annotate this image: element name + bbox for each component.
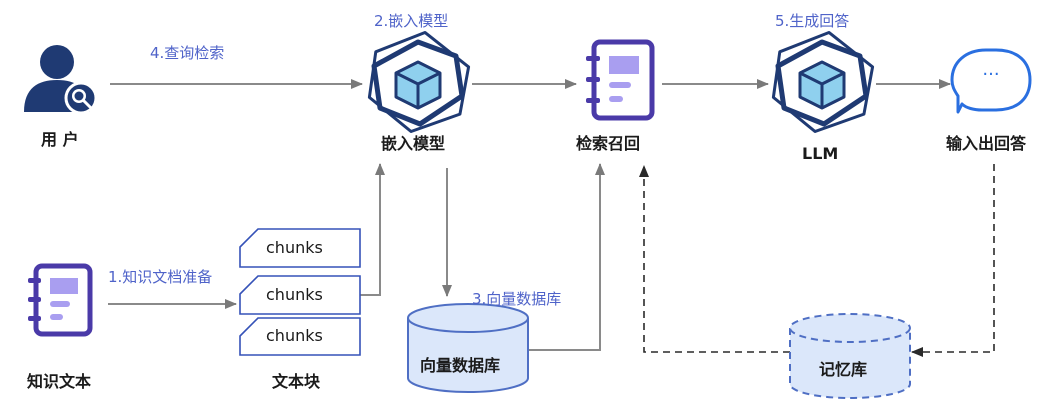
chunk-box-2 — [239, 275, 361, 315]
step-label-5: 5.生成回答 — [775, 12, 850, 30]
node-label-retrieval: 检索召回 — [576, 134, 641, 153]
step-label-4: 4.查询检索 — [150, 44, 225, 62]
node-label-knowledge-text: 知识文本 — [27, 372, 92, 391]
chunk-label-1: chunks — [266, 238, 323, 257]
chunk-box-3 — [239, 317, 361, 356]
node-label-output: 输入出回答 — [946, 134, 1027, 153]
node-label-user: 用 户 — [41, 130, 79, 149]
step-label-2: 2.嵌入模型 — [374, 12, 449, 30]
arrow-vectordb-to-retrieval — [528, 163, 605, 351]
llm-cube-icon — [771, 30, 875, 134]
chunk-box-1 — [239, 228, 361, 268]
vector-db-cylinder — [407, 303, 529, 393]
knowledge-notebook-icon — [28, 263, 93, 337]
step-label-3: 3.向量数据库 — [472, 290, 562, 308]
memory-db-label: 记忆库 — [819, 360, 868, 379]
node-label-text-chunks: 文本块 — [272, 372, 321, 391]
vector-db-label: 向量数据库 — [420, 356, 501, 375]
embed-model-cube-icon — [367, 30, 471, 134]
connectors — [108, 79, 995, 357]
arrow-output-to-memory — [911, 164, 995, 357]
retrieval-notebook-icon — [586, 39, 655, 121]
arrow-memory-to-retrieval — [639, 165, 790, 353]
node-label-embed-model: 嵌入模型 — [381, 134, 446, 153]
user-icon — [24, 45, 98, 115]
chat-bubble-icon: ··· — [950, 48, 1032, 114]
chunk-label-3: chunks — [266, 326, 323, 345]
chunk-label-2: chunks — [266, 285, 323, 304]
step-label-1: 1.知识文档准备 — [108, 268, 213, 286]
memory-db-cylinder — [789, 313, 911, 399]
chunk-shapes — [239, 228, 361, 356]
arrow-chunks-to-embed — [360, 163, 385, 296]
bubble-dots: ··· — [982, 64, 999, 85]
node-label-llm: LLM — [802, 144, 839, 163]
